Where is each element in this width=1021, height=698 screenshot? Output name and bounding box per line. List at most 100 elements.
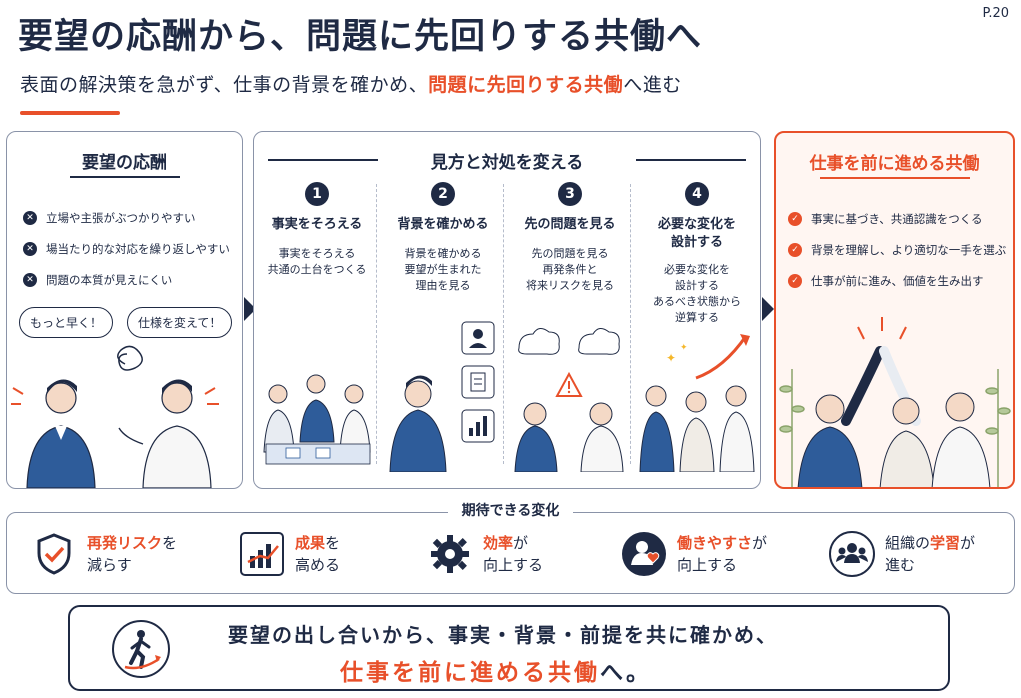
change-item: 効率が向上する: [427, 527, 543, 581]
change-item: 成果を高める: [239, 527, 340, 581]
step-desc-line: 事実をそろえる: [278, 247, 356, 260]
step-desc-line: 必要な変化を: [664, 263, 730, 276]
speech-bubble-change-spec: 仕様を変えて！: [127, 307, 233, 338]
step-desc: 必要な変化を 設計する あるべき状態から 逆算する: [636, 262, 758, 326]
step-desc: 背景を確かめる 要望が生まれた 理由を見る: [382, 246, 504, 294]
conclusion-box: 要望の出し合いから、事実・背景・前提を共に確かめ、 仕事を前に進める共働へ。: [68, 605, 950, 691]
change-item: 働きやすさが向上する: [621, 527, 767, 581]
step-desc-line: 設計する: [675, 279, 719, 292]
change-text: 効率が向上する: [483, 532, 543, 576]
right-bullet: ✓仕事が前に進み、価値を生み出す: [788, 265, 1007, 296]
bar-chart-up-icon: [239, 531, 285, 577]
expected-changes-title: 期待できる変化: [0, 500, 1021, 520]
speech-bubble-faster: もっと早く！: [19, 307, 114, 338]
step-desc-line: 背景を確かめる: [404, 247, 482, 260]
arrow-right-icon: [762, 297, 774, 321]
gear-icon: [427, 531, 473, 577]
shield-check-icon: [31, 531, 77, 577]
header-line-right: [636, 159, 746, 161]
check-circle-icon: ✓: [788, 273, 802, 288]
step-desc-line: 再発条件と: [542, 263, 598, 276]
risk-foresight-illustration: [514, 328, 624, 472]
change-text: 再発リスクを減らす: [87, 532, 177, 576]
group-icon: [829, 531, 875, 577]
change-text: 働きやすさが向上する: [677, 532, 767, 576]
page-subtitle: 表面の解決策を急がず、仕事の背景を確かめ、問題に先回りする共働へ進む: [20, 70, 682, 97]
middle-panel: 見方と対処を変える 1 事実をそろえる 事実をそろえる 共通の土台をつくる 2 …: [253, 131, 761, 489]
change-line2: 進む: [885, 556, 916, 574]
step-2: 2 背景を確かめる 背景を確かめる 要望が生まれた 理由を見る: [382, 182, 504, 482]
step-desc: 事実をそろえる 共通の土台をつくる: [256, 246, 378, 278]
conclusion-highlight: 仕事を前に進める共働: [340, 660, 600, 686]
change-highlight: 効率: [483, 534, 514, 552]
step-title-line: 設計する: [670, 235, 723, 250]
left-panel-title: 要望の応酬: [82, 153, 167, 173]
step-desc-line: 先の問題を見る: [531, 247, 609, 260]
page-number: P.20: [982, 6, 1010, 21]
step-number: 4: [685, 182, 709, 206]
x-circle-icon: ✕: [23, 272, 37, 287]
right-bullet-text: 背景を理解し、より適切な一手を選ぶ: [811, 242, 1007, 257]
right-panel-title: 仕事を前に進める共働: [809, 154, 980, 174]
header-line-left: [268, 159, 378, 161]
left-bullet: ✕ 問題の本質が見えにくい: [23, 264, 236, 295]
page-title: 要望の応酬から、問題に先回りする共働へ: [18, 17, 703, 57]
person-heart-icon: [621, 531, 667, 577]
svg-text:✦: ✦: [680, 343, 688, 353]
left-bullet-text: 立場や主張がぶつかりやすい: [46, 210, 196, 225]
change-particle: を: [162, 534, 178, 552]
title-underline: [20, 111, 120, 115]
conclusion-line2: 仕事を前に進める共働へ。: [340, 653, 652, 687]
right-bullet-list: ✓事実に基づき、共通認識をつくる ✓背景を理解し、より適切な一手を選ぶ ✓仕事が…: [788, 203, 1007, 296]
team-meeting-illustration: [263, 374, 371, 465]
step-number: 3: [558, 182, 582, 206]
step-desc-line: あるべき状態から: [653, 295, 741, 308]
step-desc-line: 将来リスクを見る: [526, 279, 614, 292]
left-bullet: ✕ 立場や主張がぶつかりやすい: [23, 202, 236, 233]
expected-changes-header: 期待できる変化: [0, 500, 1021, 522]
change-highlight: 再発リスク: [87, 534, 163, 552]
right-panel-title-line: [819, 177, 970, 179]
change-item: 再発リスクを減らす: [31, 527, 177, 581]
step-title: 必要な変化を 設計する: [636, 216, 758, 252]
step-title: 先の問題を見る: [524, 217, 616, 232]
step-desc-line: 共通の土台をつくる: [267, 263, 367, 276]
left-bullet-text: 場当たり的な対応を繰り返しやすい: [46, 241, 230, 256]
change-highlight: 働きやすさ: [677, 534, 753, 552]
change-line2: 高める: [295, 556, 341, 574]
step-3: 3 先の問題を見る 先の問題を見る 再発条件と 将来リスクを見る: [509, 182, 631, 482]
check-circle-icon: ✓: [788, 211, 802, 226]
left-panel-title-line: [69, 176, 180, 178]
step-desc: 先の問題を見る 再発条件と 将来リスクを見る: [509, 246, 631, 294]
step-divider: [503, 184, 504, 464]
change-highlight: 学習: [930, 534, 961, 552]
change-particle: が: [960, 534, 976, 552]
x-circle-icon: ✕: [23, 241, 37, 256]
left-bullet-list: ✕ 立場や主張がぶつかりやすい ✕ 場当たり的な対応を繰り返しやすい ✕ 問題の本質が…: [23, 202, 236, 295]
change-line2: 向上する: [483, 556, 544, 574]
change-line2: 減らす: [87, 556, 132, 574]
right-bullet-text: 事実に基づき、共通認識をつくる: [811, 211, 983, 226]
middle-panel-title: 見方と対処を変える: [430, 153, 584, 173]
walking-person-icon: [112, 620, 170, 678]
change-highlight: 成果: [295, 534, 326, 552]
step-4: 4 必要な変化を 設計する 必要な変化を 設計する あるべき状態から 逆算する …: [636, 182, 758, 482]
left-bullet: ✕ 場当たり的な対応を繰り返しやすい: [23, 233, 236, 264]
change-prefix: 組織の: [885, 534, 931, 552]
conclusion-tail: へ。: [600, 660, 652, 686]
step-title: 背景を確かめる: [397, 217, 489, 232]
x-circle-icon: ✕: [23, 210, 37, 225]
step-number: 2: [431, 182, 455, 206]
left-panel: 要望の応酬 ✕ 立場や主張がぶつかりやすい ✕ 場当たり的な対応を繰り返しやすい ✕…: [6, 131, 243, 489]
conclusion-line1: 要望の出し合いから、事実・背景・前提を共に確かめ、: [228, 623, 778, 647]
change-item: 組織の学習が進む: [829, 527, 975, 581]
expected-changes-title-text: 期待できる変化: [447, 503, 574, 519]
subtitle-highlight: 問題に先回りする共働: [428, 74, 624, 96]
left-bullet-text: 問題の本質が見えにくい: [46, 272, 173, 287]
step-divider: [630, 184, 631, 464]
subtitle-part1: 表面の解決策を急がず、仕事の背景を確かめ、: [20, 74, 429, 96]
step-divider: [376, 184, 377, 464]
subtitle-part2: へ進む: [623, 74, 682, 96]
middle-panel-header: 見方と対処を変える: [254, 148, 760, 173]
right-bullet: ✓背景を理解し、より適切な一手を選ぶ: [788, 234, 1007, 265]
